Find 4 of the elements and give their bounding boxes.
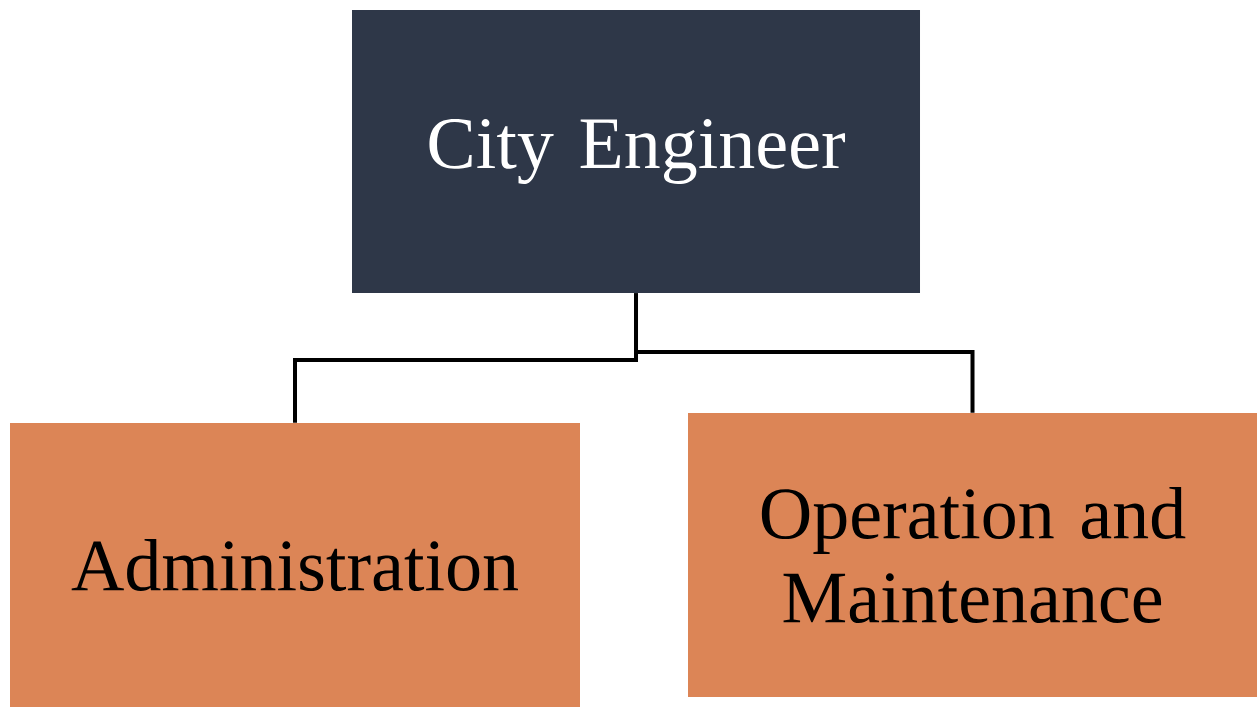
org-box: Operation and Maintenance: [688, 413, 1257, 697]
org-box: Administration: [10, 423, 580, 707]
connector-line: [634, 293, 975, 413]
org-box: City Engineer: [352, 10, 920, 293]
